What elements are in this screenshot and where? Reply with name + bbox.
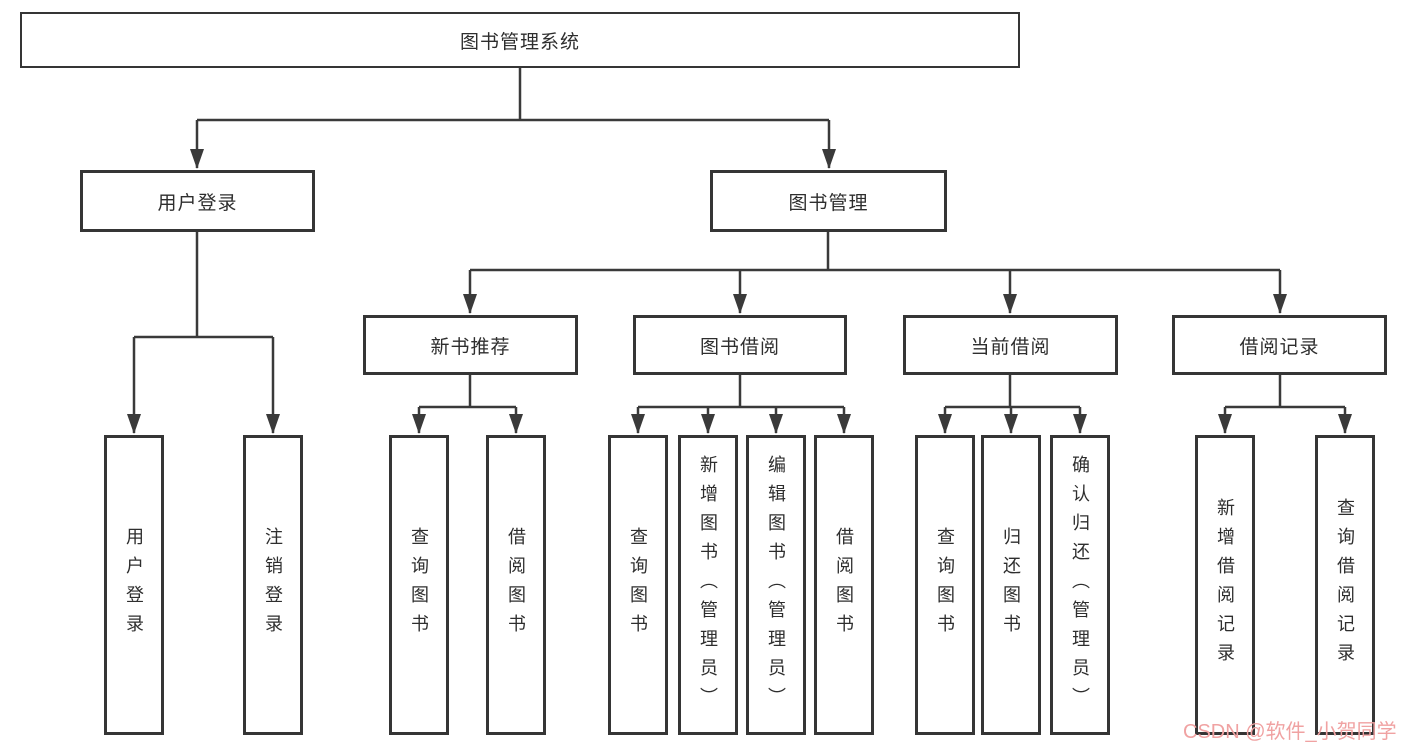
leaf-borrow-borrow-books: 借阅图书 [814, 435, 874, 735]
leaf-borrow-query-books: 查询图书 [608, 435, 668, 735]
leaf-records-query-record: 查询借阅记录 [1315, 435, 1375, 735]
node-user-login: 用户登录 [80, 170, 315, 232]
leaf-newbook-query-books: 查询图书 [389, 435, 449, 735]
csdn-watermark: CSDN @软件_小贺同学 [1183, 721, 1397, 743]
leaf-current-confirm-return-admin: 确认归还（管理员） [1050, 435, 1110, 735]
node-current-borrowing: 当前借阅 [903, 315, 1118, 375]
leaf-borrow-edit-books-admin: 编辑图书（管理员） [746, 435, 806, 735]
node-library-system: 图书管理系统 [20, 12, 1020, 68]
leaf-user-login: 用户登录 [104, 435, 164, 735]
leaf-logout: 注销登录 [243, 435, 303, 735]
leaf-records-add-record: 新增借阅记录 [1195, 435, 1255, 735]
node-book-borrowing: 图书借阅 [633, 315, 847, 375]
leaf-newbook-borrow-books: 借阅图书 [486, 435, 546, 735]
leaf-current-return-books: 归还图书 [981, 435, 1041, 735]
node-book-management: 图书管理 [710, 170, 947, 232]
leaf-current-query-books: 查询图书 [915, 435, 975, 735]
leaf-borrow-add-books-admin: 新增图书（管理员） [678, 435, 738, 735]
node-new-book-recommend: 新书推荐 [363, 315, 578, 375]
node-borrowing-records: 借阅记录 [1172, 315, 1387, 375]
